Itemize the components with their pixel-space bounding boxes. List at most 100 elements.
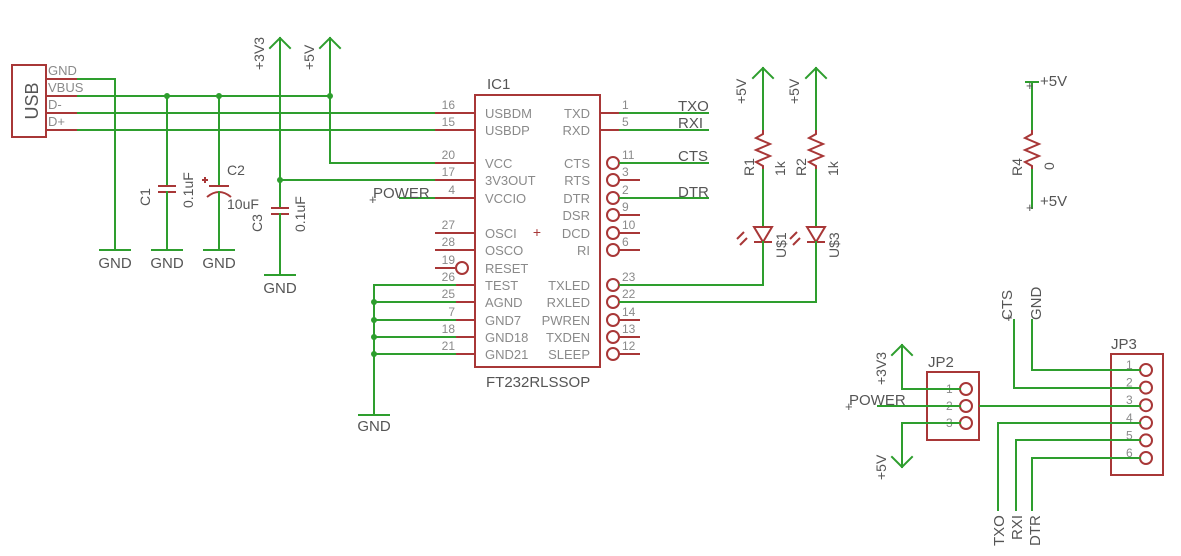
usb-pin-vbus: VBUS [48, 80, 84, 95]
supply-5v-top: +5V [301, 36, 342, 164]
ic1-pin-number: 25 [442, 287, 456, 301]
svg-text:+: + [533, 224, 541, 240]
jp3-pin-6: 6 [1126, 446, 1153, 465]
r2-value: 1k [825, 160, 841, 176]
r4-top-label: +5V [1040, 73, 1067, 90]
ic1-pin-number: 5 [622, 115, 629, 129]
ic1-pin-label: RXLED [547, 295, 590, 310]
ic1-pin-label: OSCI [485, 226, 517, 241]
ic1-pin-label: USBDP [485, 123, 530, 138]
ic1-pin-label: TXD [564, 106, 590, 121]
ic1-pin-label: CTS [564, 156, 590, 171]
jp3-rxi-label: RXI [1009, 515, 1026, 540]
jp3-pin-number: 4 [1126, 411, 1133, 425]
usb-pin-dplus: D+ [48, 114, 65, 129]
c3-name: C3 [249, 214, 265, 232]
net-cts-label: CTS [678, 148, 708, 165]
r1-name: R1 [741, 158, 757, 176]
ic1-pin-label: RI [577, 243, 590, 258]
ic1-pin-number: 10 [622, 218, 636, 232]
ic1-pin-number: 6 [622, 235, 629, 249]
ic1-pin-number: 14 [622, 305, 636, 319]
ic1-pin-label: AGND [485, 295, 523, 310]
ic1-pin-number: 11 [622, 148, 635, 162]
ic1-pin-number: 23 [622, 270, 636, 284]
usb-pin-dminus: D- [48, 97, 62, 112]
ic1-pin-label: GND7 [485, 313, 521, 328]
ic1-pin-number: 3 [622, 165, 629, 179]
jp3-gnd-label: GND [1028, 287, 1045, 321]
jp3-pin-number: 6 [1126, 446, 1133, 460]
jp3-pin-4: 4 [1126, 411, 1153, 430]
led-wires [619, 284, 817, 303]
supply-3v3-label: +3V3 [251, 37, 267, 70]
jp3-pin-3: 3 [1126, 393, 1153, 413]
gnd-label-usb: GND [98, 255, 132, 272]
jp3-name: JP3 [1111, 336, 1137, 353]
svg-text:+: + [1005, 310, 1013, 325]
net-txo-label: TXO [678, 98, 709, 115]
c1-value: 0.1uF [180, 172, 196, 208]
ic1-pin-label: TEST [485, 278, 518, 293]
jp2-5v-label: +5V [873, 454, 889, 480]
supply-5v-label: +5V [301, 44, 317, 70]
ic1-pin-number: 20 [442, 148, 456, 162]
ic1-pin-label: GND18 [485, 330, 528, 345]
jp3-dtr-label: DTR [1027, 515, 1044, 546]
gnd-symbol-usb: GND [98, 249, 132, 272]
svg-text:+: + [369, 192, 377, 207]
ic-right-nets: TXO RXI CTS DTR [619, 98, 709, 201]
ic1-pin-number: 15 [442, 115, 456, 129]
led-branch-1: +5V R1 1k U$1 [733, 66, 789, 286]
r1-supply-label: +5V [733, 78, 749, 104]
svg-text:+: + [845, 399, 853, 414]
gnd-label-c2: GND [202, 255, 236, 272]
capacitor-c2: C2 10uF GND [202, 95, 259, 272]
ic1-pin-number: 2 [622, 183, 629, 197]
ic1-pin-number: 13 [622, 322, 636, 336]
usb-pin-gnd: GND [48, 63, 77, 78]
r4-value: 0 [1041, 162, 1057, 170]
ic1-pin-label: VCCIO [485, 191, 526, 206]
ic1-pin-number: 28 [442, 235, 456, 249]
r4-name: R4 [1009, 158, 1025, 176]
ic1-pin-number: 18 [442, 322, 456, 336]
led2-label: U$3 [826, 232, 842, 258]
ic1-pin-number: 26 [442, 270, 456, 284]
jp3-pin-number: 1 [1126, 358, 1133, 372]
ic1-pin-label: RESET [485, 261, 528, 276]
ic1-pin-number: 22 [622, 287, 636, 301]
ic1-pin-number: 4 [448, 183, 455, 197]
ic1-pin-number: 27 [442, 218, 456, 232]
supply-3v3-top: +3V3 [251, 36, 292, 181]
jp2-power-label: POWER [849, 392, 906, 409]
ic1-right-pins: 1TXD5RXD11CTS3RTS2DTR9DSR10DCD6RI23TXLED… [542, 98, 640, 362]
ic1-pin-label: RTS [564, 173, 590, 188]
ic1-pin-label: DSR [563, 208, 590, 223]
ic1-pin-label: USBDM [485, 106, 532, 121]
net-power-label: POWER [373, 185, 430, 202]
c1-name: C1 [137, 188, 153, 206]
resistor-r4: +5V + +5V + R4 0 [1009, 73, 1067, 215]
c2-value: 10uF [227, 196, 259, 212]
jumper-jp2: JP2 123 +3V3 POWER + +5V [845, 343, 980, 480]
ic1-pin-ri: 6RI [577, 235, 640, 258]
capacitor-c3: C3 0.1uF GND [249, 179, 308, 297]
ic1-pin-number: 19 [442, 253, 456, 267]
ic1-pin-label: RXD [563, 123, 590, 138]
r1-value: 1k [772, 160, 788, 176]
svg-text:+: + [1026, 200, 1034, 215]
